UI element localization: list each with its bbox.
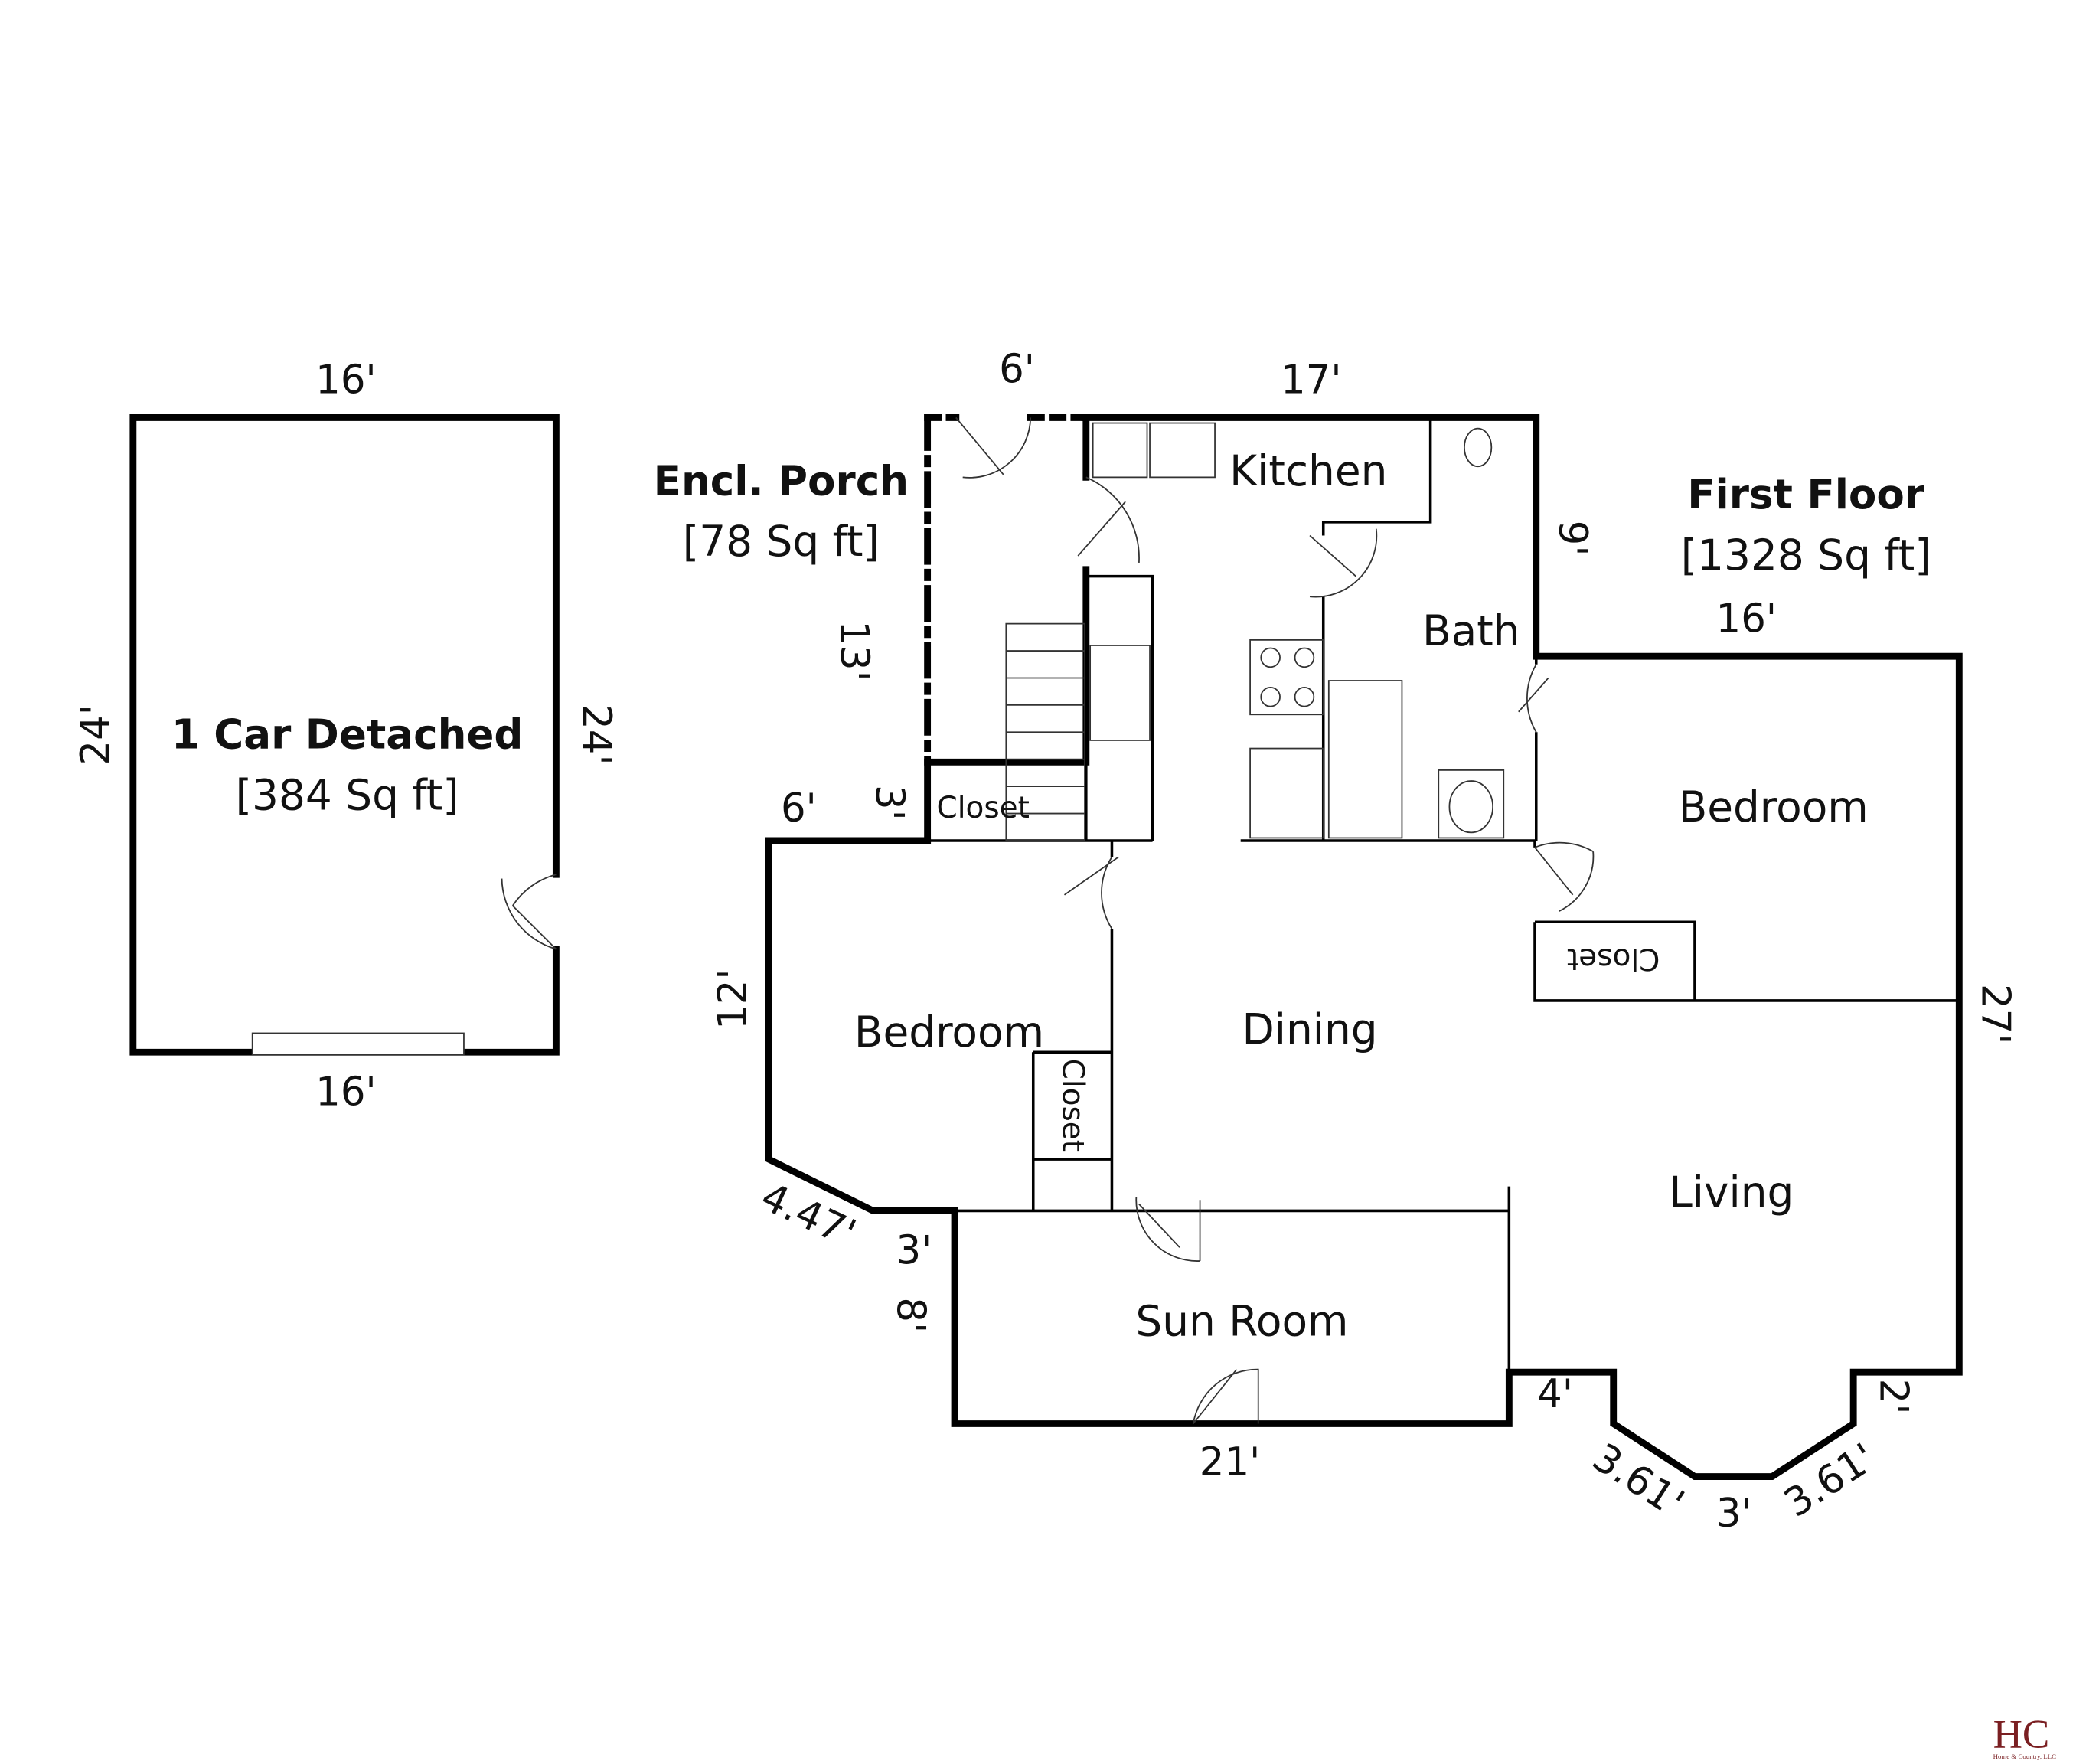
dim-label: 4' xyxy=(1537,1371,1573,1417)
garage-title: 1 Car Detached xyxy=(171,711,524,759)
dim-label: 12' xyxy=(710,969,756,1029)
dim-label: 13' xyxy=(831,620,876,681)
room-closet: Closet xyxy=(1056,1059,1090,1152)
toilet-icon xyxy=(1464,427,1493,468)
sink-icon xyxy=(1089,645,1151,741)
bathtub-icon xyxy=(1327,680,1403,839)
dim-label: 6' xyxy=(999,346,1035,392)
room-living: Living xyxy=(1669,1168,1794,1217)
room-kitchen: Kitchen xyxy=(1229,446,1387,495)
stove-icon xyxy=(1249,639,1324,716)
stairs xyxy=(1005,622,1085,841)
room-bedroom: Bedroom xyxy=(1679,782,1869,831)
labels: Encl. Porch [78 Sq ft] First Floor [1328… xyxy=(654,346,2019,1537)
dim-label: 3' xyxy=(896,1228,932,1274)
dim-label: 3.61' xyxy=(1776,1435,1883,1527)
dishwasher-icon xyxy=(1249,747,1324,839)
porch-area: [78 Sq ft] xyxy=(683,517,880,566)
room-closet: Closet xyxy=(1567,942,1660,976)
logo-company: Home & Country, LLC xyxy=(1993,1753,2057,1760)
dim-label: 3' xyxy=(866,785,912,821)
door-swing-icon xyxy=(511,874,557,950)
dim-label: 21' xyxy=(1200,1439,1260,1485)
fridge-icon xyxy=(1092,422,1148,479)
garage-area: [384 Sq ft] xyxy=(236,770,459,819)
dim-label: 3' xyxy=(1716,1491,1752,1537)
dim-label: 16' xyxy=(1716,596,1777,642)
dim-label: 2' xyxy=(1871,1379,1917,1415)
dim-label: 3.61' xyxy=(1585,1435,1692,1527)
house-walls xyxy=(765,414,1963,1480)
room-sun-room: Sun Room xyxy=(1135,1296,1348,1345)
dim-label: 27' xyxy=(1972,984,2018,1044)
dim-label: 16' xyxy=(315,1069,376,1115)
room-bedroom: Bedroom xyxy=(854,1008,1044,1057)
dim-label: 4.47' xyxy=(754,1174,863,1257)
dim-label: 17' xyxy=(1281,358,1341,403)
dim-label: 24' xyxy=(573,704,619,765)
room-dining: Dining xyxy=(1242,1005,1377,1054)
dim-label: 6' xyxy=(781,786,817,831)
first-floor-title: First Floor xyxy=(1687,471,1925,518)
fixtures xyxy=(1089,422,1505,839)
logo-mark: HC xyxy=(1993,1713,2050,1757)
dim-label: 9' xyxy=(1549,521,1595,557)
vanity-sink-icon xyxy=(1438,769,1505,839)
dim-label: 16' xyxy=(315,358,376,403)
garage-door xyxy=(251,1032,465,1056)
door-arc xyxy=(501,878,557,950)
room-closet: Closet xyxy=(937,791,1030,825)
room-bath: Bath xyxy=(1422,606,1520,655)
dim-label: 8' xyxy=(888,1297,934,1333)
first-floor-area: [1328 Sq ft] xyxy=(1681,531,1931,580)
company-logo: HC Home & Country, LLC xyxy=(1993,1713,2057,1760)
dim-label: 24' xyxy=(73,704,119,765)
garage: 1 Car Detached [384 Sq ft] 16' 16' 24' 2… xyxy=(73,358,619,1116)
porch-title: Encl. Porch xyxy=(654,457,909,505)
door-swings xyxy=(955,416,1595,1425)
